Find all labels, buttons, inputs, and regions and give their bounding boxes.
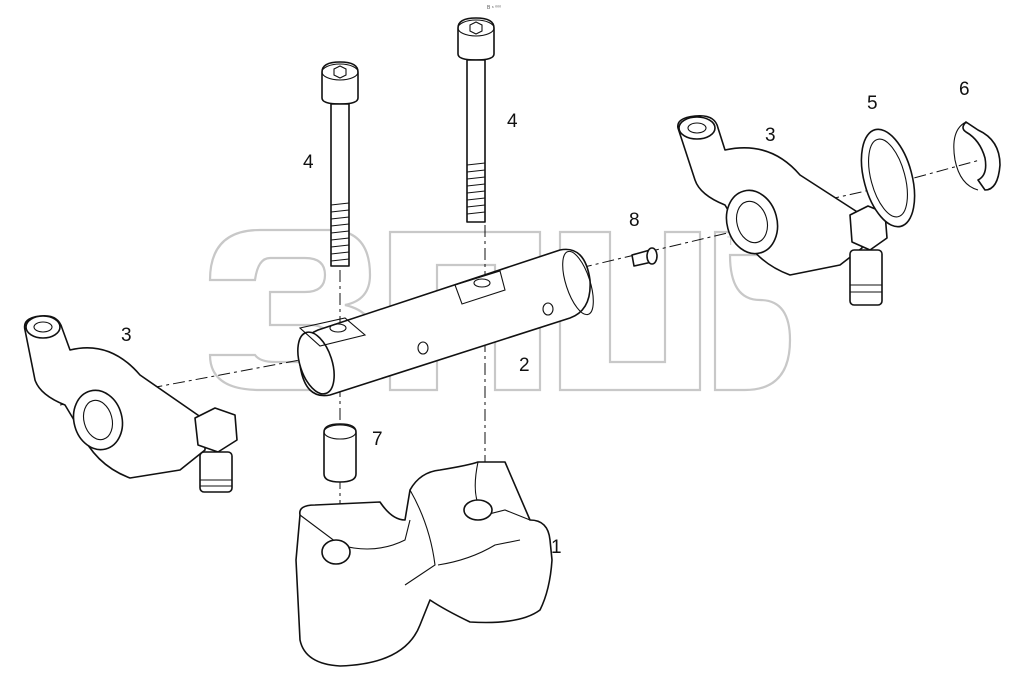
rocker-arm-left [23,314,238,493]
callout-6: 6 [959,79,970,100]
rocker-shaft [297,248,594,397]
callout-4-right: 4 [507,111,518,132]
callout-3-left: 3 [121,325,132,346]
dowel-pin [631,247,658,267]
callout-4-left: 4 [303,152,314,173]
corner-code: B ⁶ ⁰⁰⁰ [487,5,501,11]
callout-7: 7 [372,429,383,450]
callout-3-right: 3 [765,125,776,146]
bushing [323,423,357,483]
callout-2: 2 [519,355,530,376]
rocker-arm-right [677,114,888,306]
bolt-left [321,61,359,267]
snap-ring [953,121,1001,191]
callout-1: 1 [551,537,562,558]
callout-5: 5 [867,93,878,114]
washer [860,128,916,228]
callout-8: 8 [629,210,640,231]
base-bracket [295,461,553,667]
bolt-right [457,17,495,223]
callout-labels: 1 2 3 3 4 4 5 6 7 8 [121,79,970,558]
